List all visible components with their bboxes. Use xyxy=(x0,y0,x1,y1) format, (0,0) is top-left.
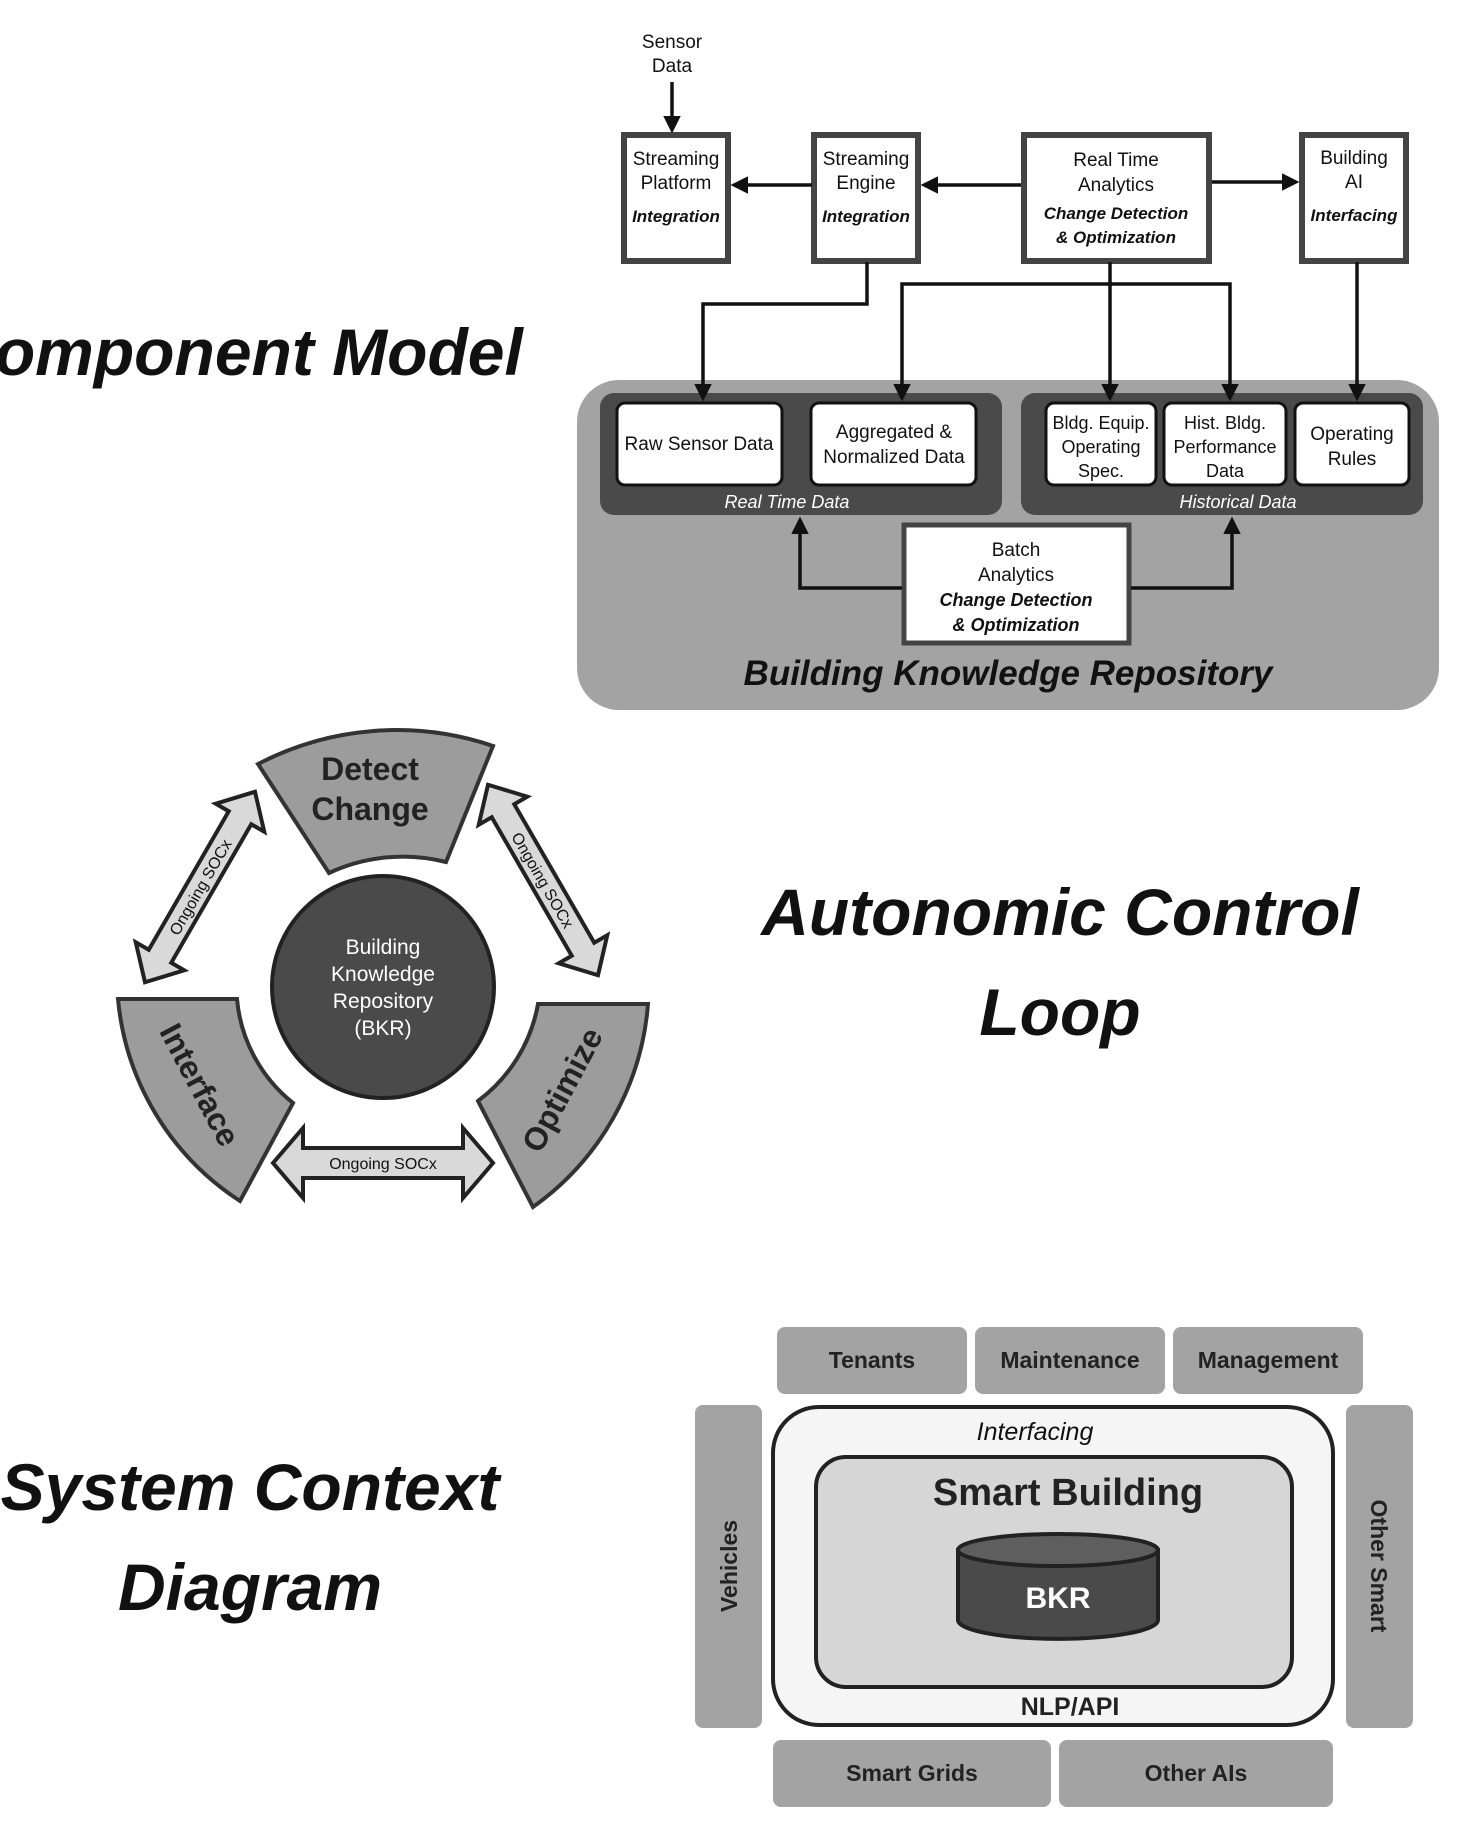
ongoing-socx-left-label: Ongoing SOCx xyxy=(167,837,236,939)
batch-analytics-box xyxy=(901,522,1132,646)
optimize-segment xyxy=(475,1002,651,1210)
aggregated-data-box xyxy=(809,401,978,487)
bkr-center-line3: Repository xyxy=(333,990,434,1013)
tenants-box xyxy=(777,1327,967,1394)
streaming-engine-line1: Streaming xyxy=(823,149,910,170)
system-context-title-line2: Diagram xyxy=(118,1550,382,1624)
operating-rules-box xyxy=(1293,401,1411,487)
system-context-diagram: Tenants Maintenance Management Vehicles … xyxy=(695,1327,1413,1807)
vehicles-label: Vehicles xyxy=(716,1520,742,1612)
repository-label: Building Knowledge Repository xyxy=(744,654,1274,693)
arrow-batch-to-realtime xyxy=(791,516,902,590)
real-time-analytics-line1: Real Time xyxy=(1073,150,1159,171)
bkr-center-line1: Building xyxy=(346,936,421,959)
operating-rules-line2: Rules xyxy=(1328,449,1377,470)
system-context-title-line1: System Context xyxy=(1,1450,503,1524)
batch-analytics-line1: Batch xyxy=(992,540,1041,561)
component-model: Raw Sensor Data Aggregated & Normalized … xyxy=(577,32,1439,710)
bkr-label: BKR xyxy=(1026,1582,1091,1615)
other-smart-label: Other Smart xyxy=(1366,1500,1392,1633)
bkr-database-icon xyxy=(956,1532,1160,1641)
other-smart-box xyxy=(1346,1405,1413,1728)
hist-bldg-line3: Data xyxy=(1206,461,1245,481)
streaming-engine-line2: Engine xyxy=(836,173,895,194)
management-label: Management xyxy=(1198,1347,1339,1373)
streaming-platform-box xyxy=(621,132,731,264)
real-time-analytics-role2: & Optimization xyxy=(1056,228,1176,247)
vehicles-box xyxy=(695,1405,762,1728)
detect-change-line2: Change xyxy=(311,791,428,827)
interfacing-label: Interfacing xyxy=(977,1418,1094,1446)
interface-segment xyxy=(115,997,296,1204)
ongoing-socx-bottom-arrow: Ongoing SOCx xyxy=(270,1122,496,1204)
aggregated-line1: Aggregated & xyxy=(836,422,953,443)
ongoing-socx-left-arrow: Ongoing SOCx xyxy=(132,789,268,985)
real-time-analytics-role1: Change Detection xyxy=(1044,204,1189,223)
streaming-platform-line2: Platform xyxy=(641,173,712,194)
bldg-equip-line1: Bldg. Equip. xyxy=(1052,413,1149,433)
autonomic-title-line1: Autonomic Control xyxy=(759,875,1360,949)
building-ai-line1: Building xyxy=(1320,148,1388,169)
batch-analytics-role1: Change Detection xyxy=(939,590,1092,610)
raw-sensor-data-label: Raw Sensor Data xyxy=(625,434,774,455)
bldg-equip-line2: Operating xyxy=(1061,437,1140,457)
smart-building-label: Smart Building xyxy=(933,1472,1203,1514)
building-ai-role: Interfacing xyxy=(1311,206,1399,225)
ongoing-socx-bottom-label: Ongoing SOCx xyxy=(329,1156,437,1173)
bldg-equip-line3: Spec. xyxy=(1078,461,1124,481)
arrow-analytics-to-hist xyxy=(1110,282,1239,402)
smart-grids-label: Smart Grids xyxy=(846,1760,978,1786)
other-ais-label: Other AIs xyxy=(1145,1760,1248,1786)
autonomic-title-line2: Loop xyxy=(979,975,1140,1049)
maintenance-label: Maintenance xyxy=(1000,1347,1139,1373)
ongoing-socx-right-label: Ongoing SOCx xyxy=(507,830,576,932)
building-ai-box xyxy=(1299,132,1409,264)
hist-bldg-line1: Hist. Bldg. xyxy=(1184,413,1266,433)
real-time-analytics-line2: Analytics xyxy=(1078,175,1154,196)
batch-analytics-role2: & Optimization xyxy=(953,615,1080,635)
nlp-api-label: NLP/API xyxy=(1021,1693,1120,1721)
bkr-center-circle xyxy=(270,874,496,1100)
hist-bldg-box xyxy=(1162,401,1288,487)
building-ai-line2: AI xyxy=(1345,172,1363,193)
raw-sensor-data-box xyxy=(615,401,784,487)
real-time-analytics-box xyxy=(1021,132,1212,264)
aggregated-line2: Normalized Data xyxy=(823,447,965,468)
arrow-batch-to-historical xyxy=(1131,516,1241,590)
operating-rules-line1: Operating xyxy=(1310,424,1393,445)
detect-change-line1: Detect xyxy=(321,751,419,787)
sensor-data-line1: Sensor xyxy=(642,32,703,53)
smart-grids-box xyxy=(773,1740,1051,1807)
bkr-center-line2: Knowledge xyxy=(331,963,435,986)
bldg-equip-box xyxy=(1044,401,1158,487)
autonomic-control-loop: Detect Change Interface Optimize Buildin… xyxy=(115,728,651,1210)
historical-data-label: Historical Data xyxy=(1179,492,1296,512)
sensor-data-line2: Data xyxy=(652,56,693,77)
streaming-platform-role: Integration xyxy=(632,207,720,226)
real-time-data-label: Real Time Data xyxy=(725,492,850,512)
hist-bldg-line2: Performance xyxy=(1173,437,1276,457)
arrow-analytics-to-aggregated xyxy=(893,262,1112,402)
component-model-title: Component Model xyxy=(0,315,524,389)
streaming-engine-role: Integration xyxy=(822,207,910,226)
streaming-platform-line1: Streaming xyxy=(633,149,720,170)
maintenance-box xyxy=(975,1327,1165,1394)
management-box xyxy=(1173,1327,1363,1394)
arrow-engine-to-raw xyxy=(694,262,869,402)
batch-analytics-line2: Analytics xyxy=(978,565,1054,586)
streaming-engine-box xyxy=(811,132,921,264)
tenants-label: Tenants xyxy=(829,1347,915,1373)
detect-change-segment xyxy=(255,728,496,876)
other-ais-box xyxy=(1059,1740,1333,1807)
bkr-center-line4: (BKR) xyxy=(354,1017,411,1040)
